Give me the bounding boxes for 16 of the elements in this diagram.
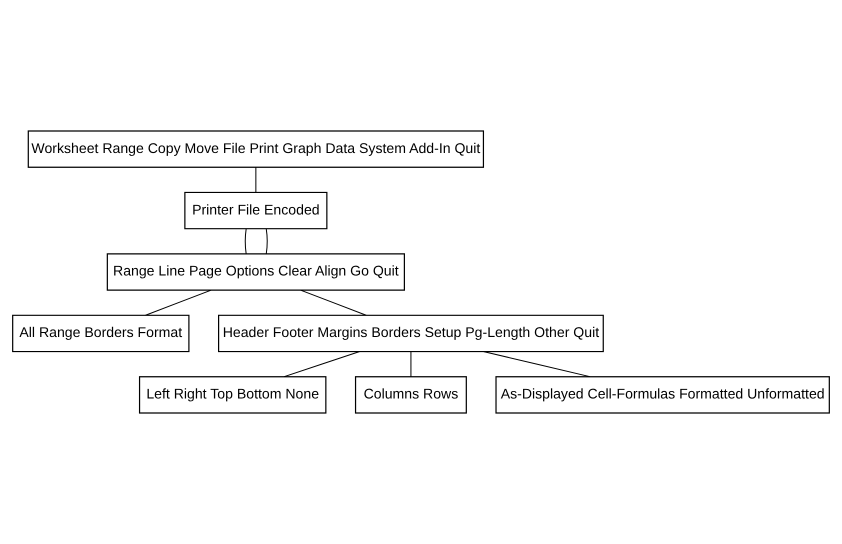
node-box: Header Footer Margins Borders Setup Pg-Length Other Quit bbox=[218, 314, 604, 352]
connector bbox=[410, 352, 412, 376]
node-box: Columns Rows bbox=[354, 376, 467, 414]
connector bbox=[300, 290, 366, 316]
connector bbox=[284, 351, 360, 378]
connector bbox=[255, 167, 256, 192]
node-box: As-Displayed Cell-Formulas Formatted Unformatted bbox=[495, 376, 830, 414]
connector bbox=[484, 351, 590, 378]
connector bbox=[266, 228, 268, 254]
node-box: Range Line Page Options Clear Align Go Quit bbox=[106, 253, 405, 291]
node-box: All Range Borders Format bbox=[12, 314, 190, 352]
connector bbox=[244, 228, 247, 254]
connector bbox=[145, 290, 212, 316]
node-box: Left Right Top Bottom None bbox=[138, 376, 326, 414]
node-box: Worksheet Range Copy Move File Print Graph Data System Add-In Quit bbox=[28, 130, 484, 168]
node-box: Printer File Encoded bbox=[184, 192, 328, 230]
